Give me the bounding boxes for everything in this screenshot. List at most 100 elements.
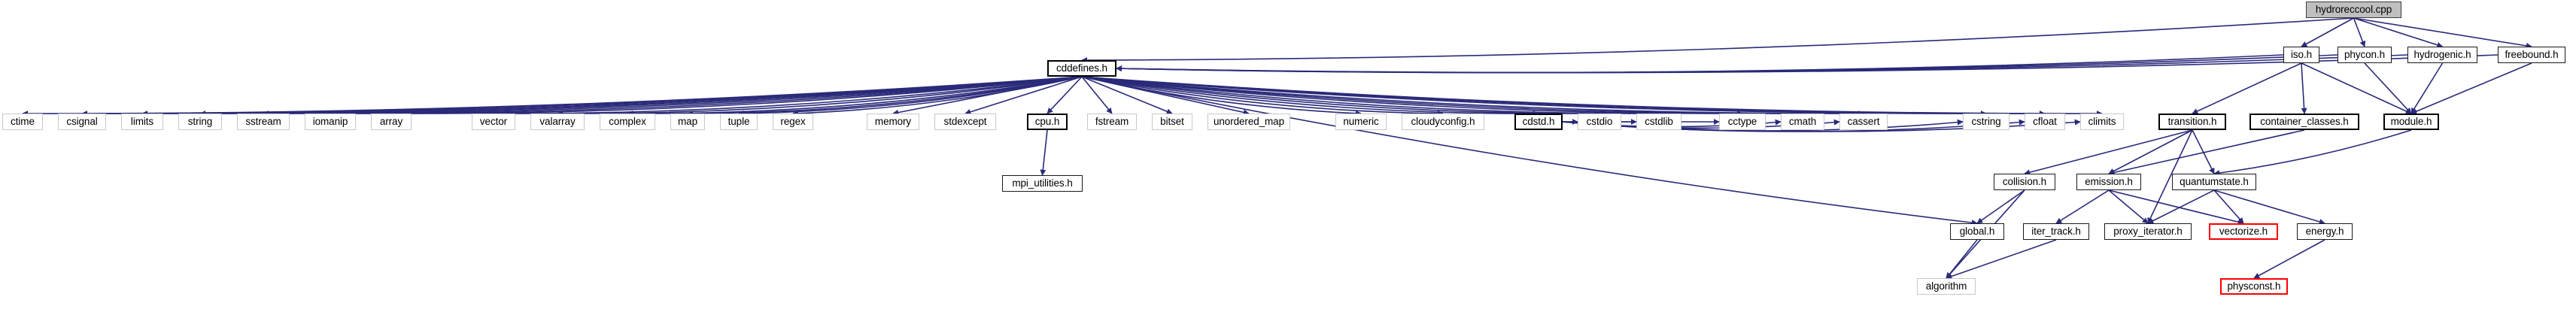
node-label: climits bbox=[2088, 116, 2116, 128]
node-label: transition.h bbox=[2167, 116, 2217, 128]
node-cstdio[interactable]: cstdio bbox=[1578, 114, 1621, 130]
node-transition[interactable]: transition.h bbox=[2158, 114, 2226, 130]
node-cstdlib[interactable]: cstdlib bbox=[1636, 114, 1681, 130]
node-label: cassert bbox=[1847, 116, 1880, 128]
node-memory[interactable]: memory bbox=[867, 114, 919, 130]
node-iso[interactable]: iso.h bbox=[2283, 47, 2319, 63]
node-vectorize[interactable]: vectorize.h bbox=[2209, 223, 2278, 240]
node-label: iso.h bbox=[2290, 49, 2313, 61]
node-label: ctime bbox=[11, 116, 35, 128]
node-string[interactable]: string bbox=[178, 114, 222, 130]
node-hydroreccool[interactable]: hydroreccool.cpp bbox=[2306, 2, 2401, 18]
node-map[interactable]: map bbox=[670, 114, 705, 130]
node-label: cstring bbox=[1971, 116, 2001, 128]
node-cddefines[interactable]: cddefines.h bbox=[1047, 60, 1116, 77]
node-global[interactable]: global.h bbox=[1950, 223, 2004, 240]
node-label: valarray bbox=[539, 116, 576, 128]
node-label: phycon.h bbox=[2344, 49, 2385, 61]
node-label: cctype bbox=[1727, 116, 1757, 128]
node-label: vector bbox=[479, 116, 508, 128]
node-valarray[interactable]: valarray bbox=[530, 114, 585, 130]
node-emission[interactable]: emission.h bbox=[2076, 174, 2141, 190]
node-cmath[interactable]: cmath bbox=[1781, 114, 1824, 130]
node-label: hydroreccool.cpp bbox=[2315, 4, 2392, 16]
node-label: tuple bbox=[728, 116, 750, 128]
node-label: numeric bbox=[1343, 116, 1379, 128]
node-label: complex bbox=[609, 116, 646, 128]
node-label: algorithm bbox=[1925, 280, 1967, 292]
node-complex[interactable]: complex bbox=[600, 114, 655, 130]
node-label: map bbox=[678, 116, 697, 128]
node-climits[interactable]: climits bbox=[2080, 114, 2124, 130]
node-physconst[interactable]: physconst.h bbox=[2220, 278, 2288, 295]
node-label: string bbox=[187, 116, 213, 128]
node-proxy_iterator[interactable]: proxy_iterator.h bbox=[2104, 223, 2192, 240]
node-label: mpi_utilities.h bbox=[1012, 177, 1073, 189]
node-cfloat[interactable]: cfloat bbox=[2025, 114, 2065, 130]
node-label: sstream bbox=[245, 116, 281, 128]
node-label: hydrogenic.h bbox=[2413, 49, 2471, 61]
node-label: stdexcept bbox=[943, 116, 987, 128]
node-collision[interactable]: collision.h bbox=[1994, 174, 2055, 190]
node-energy[interactable]: energy.h bbox=[2297, 223, 2353, 240]
node-cassert[interactable]: cassert bbox=[1839, 114, 1888, 130]
node-csignal[interactable]: csignal bbox=[58, 114, 106, 130]
node-algorithm[interactable]: algorithm bbox=[1917, 278, 1976, 295]
node-label: proxy_iterator.h bbox=[2113, 226, 2183, 238]
node-cloudyconfig[interactable]: cloudyconfig.h bbox=[1402, 114, 1484, 130]
node-label: unordered_map bbox=[1213, 116, 1285, 128]
node-label: iomanip bbox=[312, 116, 348, 128]
node-regex[interactable]: regex bbox=[773, 114, 813, 130]
node-mpi_utilities[interactable]: mpi_utilities.h bbox=[1002, 175, 1083, 192]
node-cctype[interactable]: cctype bbox=[1719, 114, 1766, 130]
node-label: vectorize.h bbox=[2219, 226, 2268, 238]
node-label: module.h bbox=[2390, 116, 2432, 128]
node-cpu[interactable]: cpu.h bbox=[1027, 114, 1068, 130]
node-label: array bbox=[379, 116, 403, 128]
node-label: energy.h bbox=[2305, 226, 2344, 238]
node-iter_track[interactable]: iter_track.h bbox=[2023, 223, 2089, 240]
node-label: cpu.h bbox=[1034, 116, 1060, 128]
node-label: cstdio bbox=[1586, 116, 1613, 128]
node-cstring[interactable]: cstring bbox=[1963, 114, 2009, 130]
node-quantumstate[interactable]: quantumstate.h bbox=[2172, 174, 2256, 190]
node-label: bitset bbox=[1160, 116, 1184, 128]
node-label: collision.h bbox=[2002, 176, 2047, 188]
node-label: cmath bbox=[1788, 116, 1817, 128]
node-vector[interactable]: vector bbox=[472, 114, 515, 130]
node-unordered_map[interactable]: unordered_map bbox=[1208, 114, 1290, 130]
node-ctime[interactable]: ctime bbox=[2, 114, 43, 130]
node-bitset[interactable]: bitset bbox=[1152, 114, 1192, 130]
node-label: global.h bbox=[1959, 226, 1995, 238]
node-container_classes[interactable]: container_classes.h bbox=[2249, 114, 2359, 130]
node-tuple[interactable]: tuple bbox=[720, 114, 758, 130]
node-label: fstream bbox=[1095, 116, 1129, 128]
node-label: limits bbox=[130, 116, 154, 128]
node-label: cfloat bbox=[2033, 116, 2057, 128]
node-iomanip[interactable]: iomanip bbox=[305, 114, 356, 130]
node-array[interactable]: array bbox=[371, 114, 412, 130]
node-label: emission.h bbox=[2085, 176, 2133, 188]
node-numeric[interactable]: numeric bbox=[1335, 114, 1387, 130]
node-freebound[interactable]: freebound.h bbox=[2498, 47, 2565, 63]
node-limits[interactable]: limits bbox=[121, 114, 163, 130]
node-label: physconst.h bbox=[2227, 280, 2281, 292]
node-cdstd[interactable]: cdstd.h bbox=[1514, 114, 1563, 130]
node-stdexcept[interactable]: stdexcept bbox=[934, 114, 996, 130]
node-label: regex bbox=[780, 116, 806, 128]
node-module[interactable]: module.h bbox=[2383, 114, 2439, 130]
node-label: cddefines.h bbox=[1056, 62, 1107, 74]
node-label: memory bbox=[874, 116, 912, 128]
node-label: iter_track.h bbox=[2031, 226, 2081, 238]
node-hydrogenic[interactable]: hydrogenic.h bbox=[2407, 47, 2477, 63]
node-label: cloudyconfig.h bbox=[1411, 116, 1475, 128]
node-label: csignal bbox=[66, 116, 98, 128]
node-fstream[interactable]: fstream bbox=[1087, 114, 1137, 130]
node-sstream[interactable]: sstream bbox=[237, 114, 290, 130]
node-label: freebound.h bbox=[2505, 49, 2559, 61]
node-label: cdstd.h bbox=[1522, 116, 1555, 128]
node-phycon[interactable]: phycon.h bbox=[2338, 47, 2392, 63]
node-label: cstdlib bbox=[1645, 116, 1673, 128]
